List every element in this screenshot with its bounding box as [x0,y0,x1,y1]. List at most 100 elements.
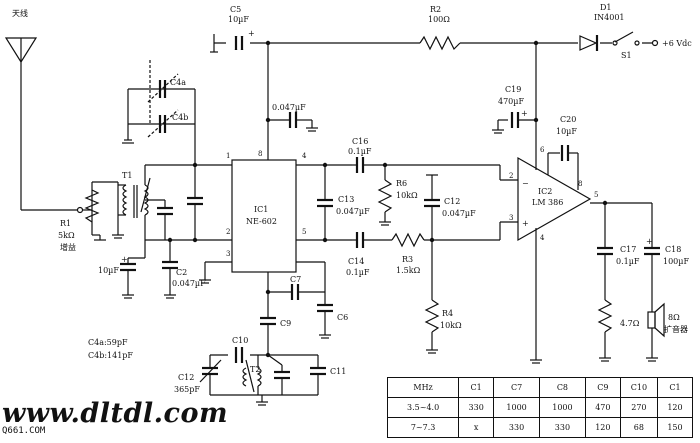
c2-label: C2 [176,268,187,277]
c11-capacitor [310,355,326,395]
c4b-label: C4b [172,113,188,122]
d1-diode [578,35,600,51]
table-cell: 330 [458,397,495,418]
vcc-terminal [651,39,659,47]
c13-capacitor [317,165,333,240]
ic1-label: IC1 [254,205,268,214]
antenna-label: 天线 [12,8,28,18]
c2-capacitor [162,240,178,299]
cap-10uf-left-value: 10µF [98,266,119,275]
c6-capacitor [317,303,333,339]
t2-label: T2 [250,365,260,374]
c10-capacitor [228,347,250,363]
c20-value: 10µF [556,127,577,136]
c18-value: 100µF [663,257,689,266]
svg-text:+: + [121,255,128,264]
c12-label: C12 [444,197,460,206]
t1-transformer [112,165,173,240]
amp-minus-sign: − [522,179,529,188]
svg-text:6: 6 [540,146,545,154]
table-cell: 68 [619,417,658,438]
r1-description: 增益 [60,242,76,252]
table-cell: 7~7.3 [386,417,460,438]
c17-value: 0.1µF [616,257,640,266]
r2-value: 100Ω [428,15,450,24]
r6-resistor [377,162,393,226]
svg-text:4: 4 [540,234,545,242]
table-header-cell: C7 [493,377,540,398]
t2-oscillator-coil [242,354,290,395]
watermark-text: www.dltdl.com [2,398,229,429]
c2-value: 0.047µF [172,279,206,288]
table-cell: 1000 [539,397,586,418]
c4a-spec: C4a:59pF [88,338,128,347]
vcc-label: +6 Vdc [662,39,692,48]
r6-label: R6 [396,179,407,188]
cap-tank [187,165,203,240]
svg-text:3: 3 [509,214,513,222]
s1-switch [612,30,642,50]
c5-label: C5 [230,5,241,14]
r5-resistor [597,299,613,362]
c12b-label: C12 [178,373,194,382]
r4-resistor [424,299,440,354]
cap-0047-top-value: 0.047µF [272,103,306,112]
c13-label: C13 [338,195,354,204]
r1-value: 5kΩ [58,231,75,240]
r3-label: R3 [402,255,413,264]
c14-label: C14 [348,257,364,266]
c19-capacitor [492,112,536,134]
table-cell: 470 [584,397,621,418]
cap-0047-bypass [268,112,318,132]
c12b-variable-capacitor [199,355,222,395]
c7-label: C7 [290,275,301,284]
c20-capacitor [547,145,579,190]
table-header-cell: C1 [458,377,495,398]
c12b-value: 365pF [174,385,200,394]
svg-text:8: 8 [258,150,262,158]
r4-value: 10kΩ [440,321,462,330]
table-cell: 120 [584,417,621,438]
c18-label: C18 [665,245,681,254]
c10-label: C10 [232,336,248,345]
r1-gain-pot [83,181,119,241]
svg-text:4: 4 [302,152,307,160]
c19-value: 470µF [498,97,524,106]
c16-label: C16 [352,137,368,146]
svg-text:2: 2 [509,172,513,180]
speaker-symbol [646,302,665,362]
speaker-label: 扩音器 [664,324,688,334]
table-header-row: MHz C1 C7 C8 C9 C10 C1 [386,377,694,398]
svg-text:3: 3 [226,250,230,258]
table-row: 7~7.3 x 330 330 120 68 150 [386,417,694,438]
c11-label: C11 [330,367,346,376]
ic2-part: LM 386 [532,198,563,207]
table-header-cell: C1 [656,377,694,398]
r2-label: R2 [430,5,441,14]
table-cell: 270 [619,397,658,418]
c4a-label: C4a [170,78,186,87]
table-cell: x [458,417,495,438]
r5-value: 4.7Ω [620,319,640,328]
c20-label: C20 [560,115,576,124]
svg-text:5: 5 [302,228,306,236]
c9-label: C9 [280,319,291,328]
table-cell: 150 [656,417,694,438]
table-cell: 330 [493,417,540,438]
svg-text:8: 8 [578,180,582,188]
c9-capacitor [260,316,276,355]
d1-value: IN4001 [594,13,625,22]
ic2-label: IC2 [538,187,552,196]
c5-value: 10µF [228,15,249,24]
t1-label: T1 [122,171,132,180]
c7-capacitor [268,284,325,300]
table-cell: 120 [656,397,694,418]
svg-text:5: 5 [594,191,598,199]
c5-capacitor [210,34,250,53]
c18-capacitor [644,203,660,312]
table-cell: 1000 [493,397,540,418]
c16-capacitor [352,157,500,173]
table-header-cell: C9 [584,377,621,398]
c12-capacitor [424,174,440,300]
